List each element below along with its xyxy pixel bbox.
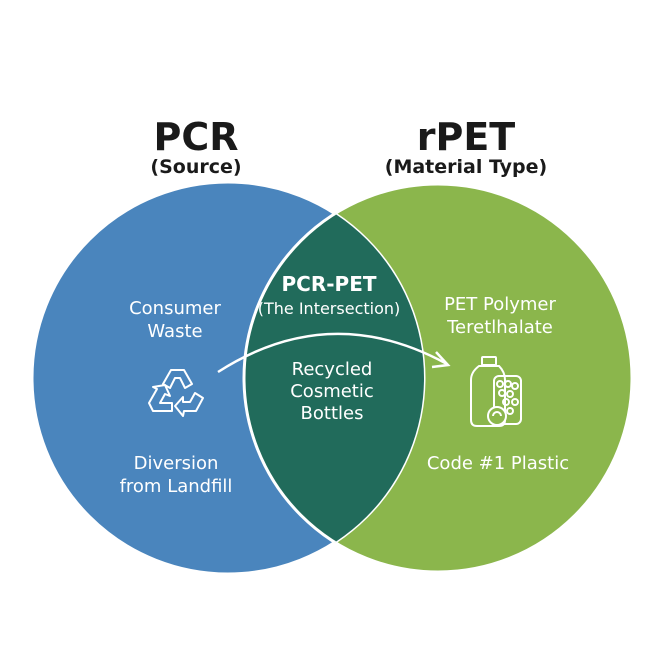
pcr-subtitle: (Source) <box>150 156 242 178</box>
diversion-label: Diversion <box>133 453 219 474</box>
consumer-label: Consumer <box>129 298 221 319</box>
recycled-label: Recycled <box>291 359 373 380</box>
rpet-subtitle: (Material Type) <box>384 156 548 178</box>
code-1-label: Code #1 Plastic <box>426 453 570 474</box>
arrow-head-icon <box>431 351 451 369</box>
terephthalate-label: Teretlhalate <box>447 317 553 338</box>
bottles-label: Bottles <box>300 403 364 424</box>
cosmetic-label: Cosmetic <box>290 381 374 402</box>
landfill-label: from Landfill <box>119 476 233 497</box>
flow-arrow <box>217 332 448 374</box>
intersection-region <box>244 184 424 572</box>
intersection-subtitle: (The Intersection) <box>257 299 401 318</box>
plastic-bottle-icon <box>470 356 522 427</box>
recycle-icon <box>148 369 204 417</box>
pet-polymer-label: PET Polymer <box>444 294 556 315</box>
pcr-title: PCR <box>153 115 239 159</box>
intersection-title: PCR-PET <box>281 272 377 296</box>
rpet-title: rPET <box>416 115 516 159</box>
waste-label: Waste <box>147 321 203 342</box>
